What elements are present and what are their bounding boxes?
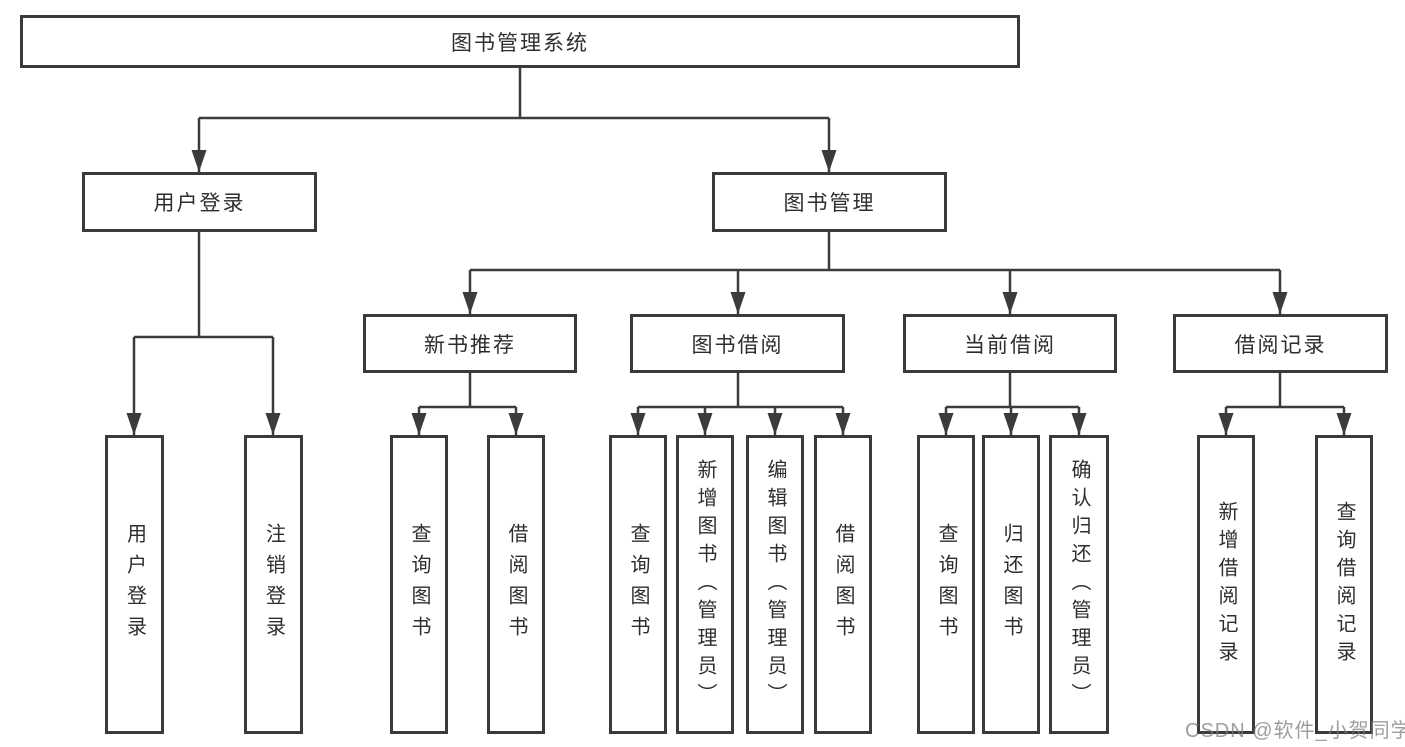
node-book-management: 图书管理 <box>712 172 947 232</box>
node-borrowing-records-label: 借阅记录 <box>1234 333 1327 357</box>
node-book-borrowing: 图书借阅 <box>630 314 845 373</box>
leaf-user-login-label: 用户登录 <box>123 522 146 647</box>
leaf-edit-books-admin-label: 编辑图书（管理员） <box>764 458 786 711</box>
node-user-login: 用户登录 <box>82 172 317 232</box>
node-user-login-label: 用户登录 <box>153 192 246 215</box>
leaf-borrow-query-books: 查询图书 <box>609 435 667 734</box>
node-current-borrowing: 当前借阅 <box>903 314 1117 373</box>
node-root: 图书管理系统 <box>20 15 1020 68</box>
node-book-management-label: 图书管理 <box>783 192 876 215</box>
csdn-watermark: CSDN @软件_小贺同学 <box>1185 720 1405 742</box>
leaf-add-books-admin: 新增图书（管理员） <box>676 435 734 734</box>
leaf-edit-books-admin: 编辑图书（管理员） <box>746 435 804 734</box>
leaf-confirm-return-admin: 确认归还（管理员） <box>1049 435 1109 734</box>
leaf-query-borrow-record-label: 查询借阅记录 <box>1333 500 1355 669</box>
node-root-label: 图书管理系统 <box>451 31 589 55</box>
leaf-rec-query-books-label: 查询图书 <box>408 522 430 647</box>
leaf-add-borrow-record-label: 新增借阅记录 <box>1215 500 1237 669</box>
leaf-current-query-books-label: 查询图书 <box>935 522 957 647</box>
node-book-borrowing-label: 图书借阅 <box>691 333 784 357</box>
leaf-return-books-label: 归还图书 <box>1000 522 1022 647</box>
arrowheads <box>126 150 1352 435</box>
leaf-rec-borrow-books: 借阅图书 <box>487 435 545 734</box>
leaf-add-books-admin-label: 新增图书（管理员） <box>694 458 716 711</box>
node-new-book-recommend: 新书推荐 <box>363 314 577 373</box>
leaf-logout: 注销登录 <box>244 435 303 734</box>
leaf-borrow-books-label: 借阅图书 <box>832 522 854 647</box>
node-current-borrowing-label: 当前借阅 <box>964 333 1056 357</box>
leaf-borrow-books: 借阅图书 <box>814 435 872 734</box>
leaf-return-books: 归还图书 <box>982 435 1040 734</box>
leaf-query-borrow-record: 查询借阅记录 <box>1315 435 1373 734</box>
leaf-confirm-return-admin-label: 确认归还（管理员） <box>1068 458 1090 711</box>
leaf-borrow-query-books-label: 查询图书 <box>627 522 649 647</box>
leaf-user-login: 用户登录 <box>105 435 164 734</box>
leaf-logout-label: 注销登录 <box>262 522 285 647</box>
leaf-current-query-books: 查询图书 <box>917 435 975 734</box>
leaf-add-borrow-record: 新增借阅记录 <box>1197 435 1255 734</box>
leaf-rec-borrow-books-label: 借阅图书 <box>505 522 527 647</box>
node-borrowing-records: 借阅记录 <box>1173 314 1388 373</box>
leaf-rec-query-books: 查询图书 <box>390 435 448 734</box>
node-new-book-recommend-label: 新书推荐 <box>424 333 516 357</box>
